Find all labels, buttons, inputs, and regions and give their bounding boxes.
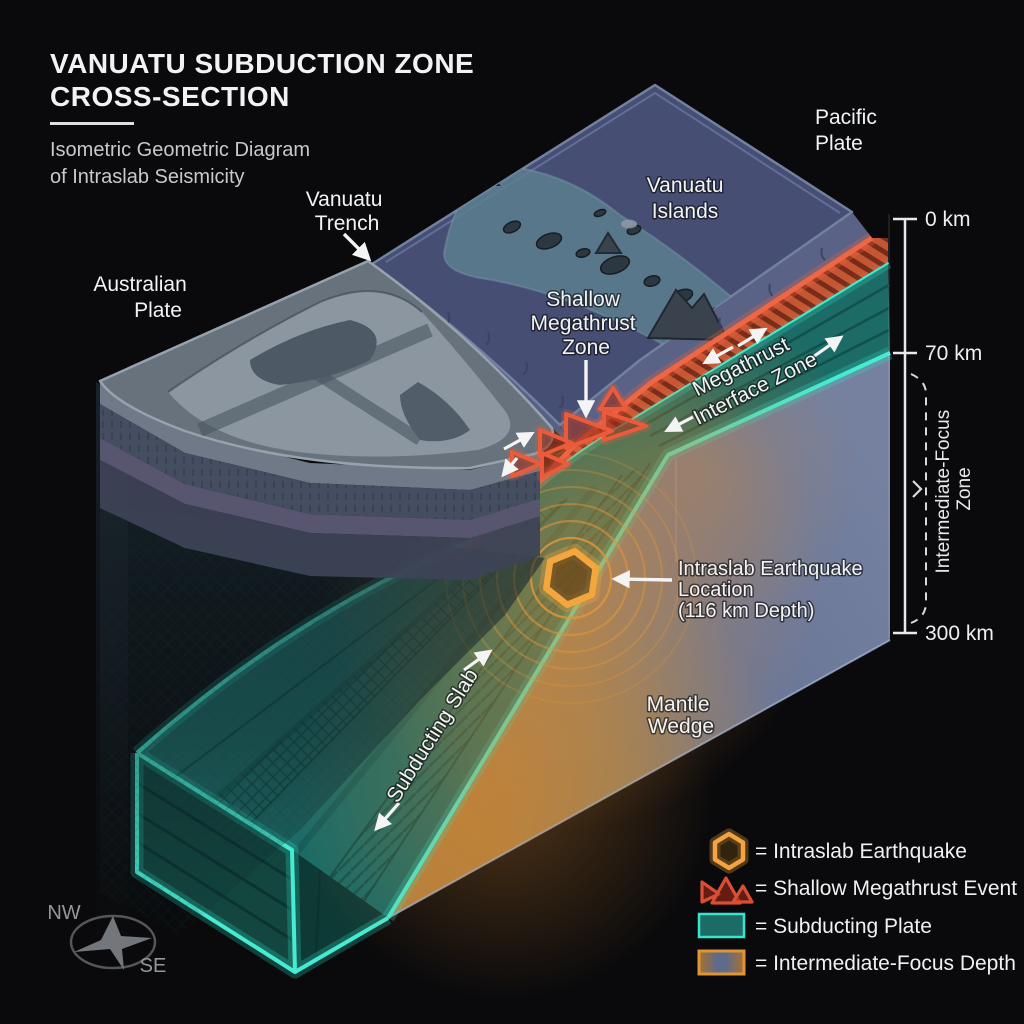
compass-se-label: SE (140, 955, 167, 977)
legend-item-label: = Shallow Megathrust Event (755, 877, 1017, 900)
page-title: VANUATU SUBDUCTION ZONE CROSS-SECTION (50, 48, 483, 112)
intermediate-focus-swatch (697, 949, 746, 976)
pointer-arrows (342, 232, 673, 589)
compass-icon: NW SE (47, 902, 166, 977)
label-intraslab-location: Intraslab Earthquake Location (116 km De… (678, 558, 868, 622)
depth-scale: 0 km 70 km 300 km Intermediate-Focus Zon… (888, 208, 994, 645)
earthquake-hexagon-icon (538, 543, 604, 613)
label-australian-plate: Australian Plate (93, 273, 192, 322)
depth-tick-300: 300 km (925, 622, 994, 645)
legend-item-label: = Intraslab Earthquake (755, 840, 967, 863)
australian-plate-root (96, 382, 545, 985)
label-mantle-wedge: Mantle Wedge (647, 693, 716, 738)
label-vanuatu-islands: Vanuatu Islands (647, 174, 730, 223)
intermediate-focus-zone-label: Intermediate-Focus Zone (933, 405, 975, 574)
megathrust-triangles-icon (700, 876, 754, 905)
megathrust-triangles (507, 383, 651, 482)
australian-plate-block (98, 259, 555, 580)
label-shallow-megathrust-zone: Shallow Megathrust Zone (531, 288, 642, 359)
subducting-plate-swatch (697, 912, 746, 939)
depth-tick-0: 0 km (925, 208, 971, 231)
legend: = Intraslab Earthquake = Shallow Megathr… (697, 828, 1017, 976)
legend-item-label: = Subducting Plate (755, 915, 932, 938)
depth-tick-70: 70 km (925, 342, 982, 365)
page-subtitle: Isometric Geometric Diagram of Intraslab… (50, 139, 316, 188)
title-block: VANUATU SUBDUCTION ZONE CROSS-SECTION Is… (50, 48, 483, 188)
motion-arrows (374, 327, 844, 832)
label-pacific-plate: Pacific Plate (815, 106, 883, 155)
label-vanuatu-trench: Vanuatu Trench (306, 188, 389, 235)
hexagon-icon (709, 828, 749, 874)
pacific-plate-block (370, 83, 872, 449)
legend-item-label: = Intermediate-Focus Depth (755, 952, 1016, 975)
title-underline (50, 122, 134, 125)
compass-nw-label: NW (47, 902, 80, 924)
svg-text:Intermediate-Focus Zon: Intermediate-Focus Zone (933, 405, 975, 574)
